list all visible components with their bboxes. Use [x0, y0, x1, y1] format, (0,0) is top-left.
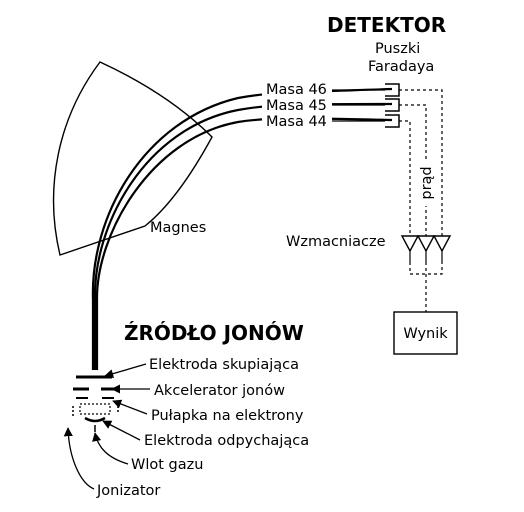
result-box [393, 311, 458, 355]
faraday-cups-label-1: Puszki [375, 41, 420, 57]
mass-label-mask [262, 78, 332, 130]
detector-title: DETEKTOR [327, 13, 446, 37]
ionizer-label: Jonizator [96, 483, 160, 499]
current-label-mask [418, 160, 434, 206]
focusing-electrode-label: Elektroda skupiająca [149, 357, 299, 373]
current-label: prąd [419, 166, 435, 199]
amplifier-icon [416, 235, 436, 253]
mass-connectors [332, 89, 385, 122]
amplifiers-label: Wzmacniacze [286, 234, 386, 250]
gas-inlet-label: Wlot gazu [131, 457, 203, 473]
amplifier-icon [432, 235, 452, 253]
faraday-cup-44 [385, 114, 400, 128]
magnet-label: Magnes [150, 220, 206, 236]
amplifier-leads [409, 251, 443, 262]
mass-46-label: Masa 46 [266, 82, 327, 98]
magnet-sector [52, 61, 213, 256]
source-chamber [79, 403, 111, 415]
repeller-electrode-plate [84, 416, 106, 423]
mass-44-label: Masa 44 [266, 114, 327, 130]
mass-45-label: Masa 45 [266, 98, 327, 114]
amplifier-icon [400, 235, 420, 253]
electron-trap-label: Pułapka na elektrony [151, 408, 304, 424]
ion-accelerator-label: Akcelerator jonów [154, 383, 285, 399]
result-label: Wynik [403, 326, 448, 342]
repeller-electrode-label: Elektroda odpychająca [144, 433, 309, 449]
amplifier-triangles [400, 235, 452, 253]
source-callouts [63, 363, 150, 490]
ion-source-title: ŹRÓDŁO JONÓW [124, 321, 304, 345]
ion-source-components [72, 375, 119, 432]
faraday-cups-label-2: Faradaya [368, 59, 434, 75]
